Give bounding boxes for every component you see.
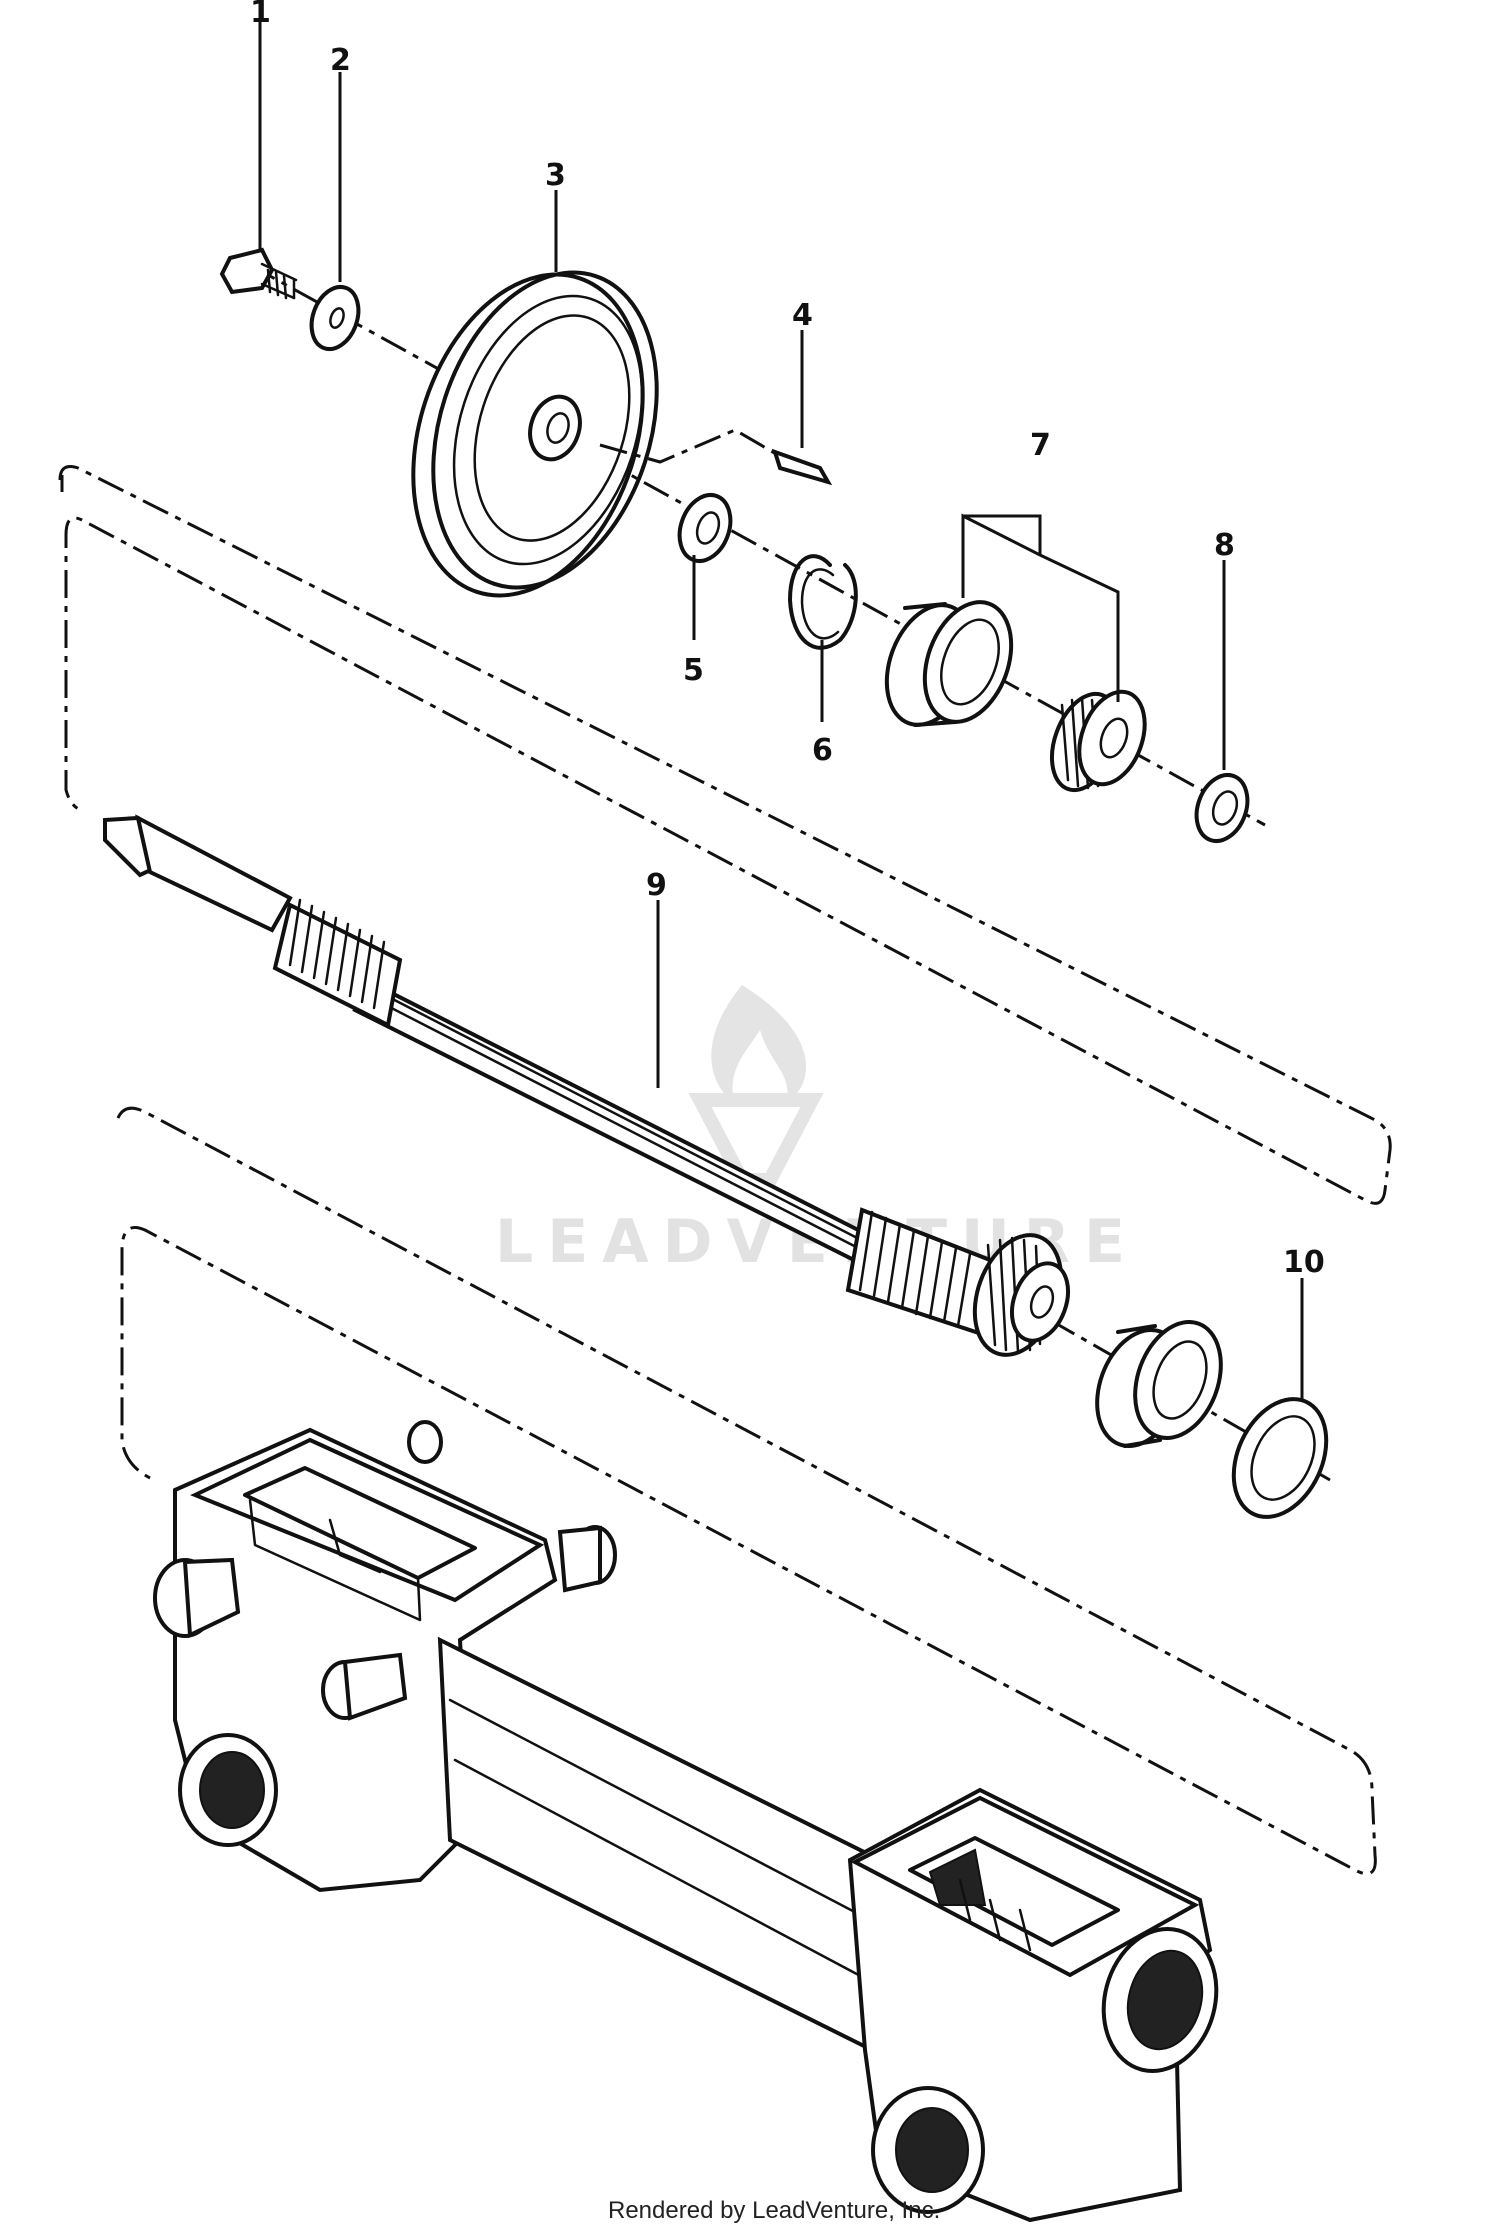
- callout-6: 6: [812, 733, 833, 768]
- callout-10: 10: [1283, 1245, 1325, 1280]
- assembly-axis: [249, 263, 1331, 1482]
- key-leader-path: [599, 428, 791, 464]
- callout-3: 3: [545, 158, 566, 193]
- part-callouts: 1 2 3 4 5 6 7 8 9 10: [250, 0, 1325, 1280]
- worm-gear-upper: [272, 898, 403, 1028]
- lower-bearing-cup: [1095, 1319, 1223, 1449]
- part-8-washer: [1194, 773, 1250, 843]
- part-7-bearing-cup: [884, 600, 1014, 727]
- upper-alignment-box: [58, 465, 1392, 1205]
- part-9-worm-shaft: [103, 814, 1071, 1357]
- part-2-washer: [309, 285, 361, 351]
- transmission-housing: [153, 1420, 883, 2054]
- callout-2: 2: [330, 43, 351, 78]
- lower-alignment-box: [116, 1106, 1377, 1876]
- callout-1: 1: [250, 0, 271, 30]
- part-5-washer: [677, 493, 733, 563]
- right-gear-case: [847, 1787, 1219, 2223]
- shaft-bearing-cone: [972, 1233, 1071, 1357]
- callout-8: 8: [1214, 528, 1235, 563]
- part-6-retaining-ring: [788, 554, 858, 650]
- watermark-logo: [688, 985, 824, 1187]
- leader-lines: [258, 22, 1304, 1402]
- part-10-washer: [1231, 1397, 1329, 1519]
- callout-5: 5: [683, 653, 704, 688]
- part-7-bearing-cone: [1050, 689, 1147, 793]
- callout-4: 4: [792, 298, 813, 333]
- footer-credit: Rendered by LeadVenture, Inc.: [608, 2197, 940, 2224]
- callout-7: 7: [1030, 428, 1051, 463]
- callout-9: 9: [646, 868, 667, 903]
- part-1-hex-bolt: [219, 247, 298, 300]
- part-4-key: [771, 448, 833, 486]
- part-3-pulley: [411, 270, 659, 598]
